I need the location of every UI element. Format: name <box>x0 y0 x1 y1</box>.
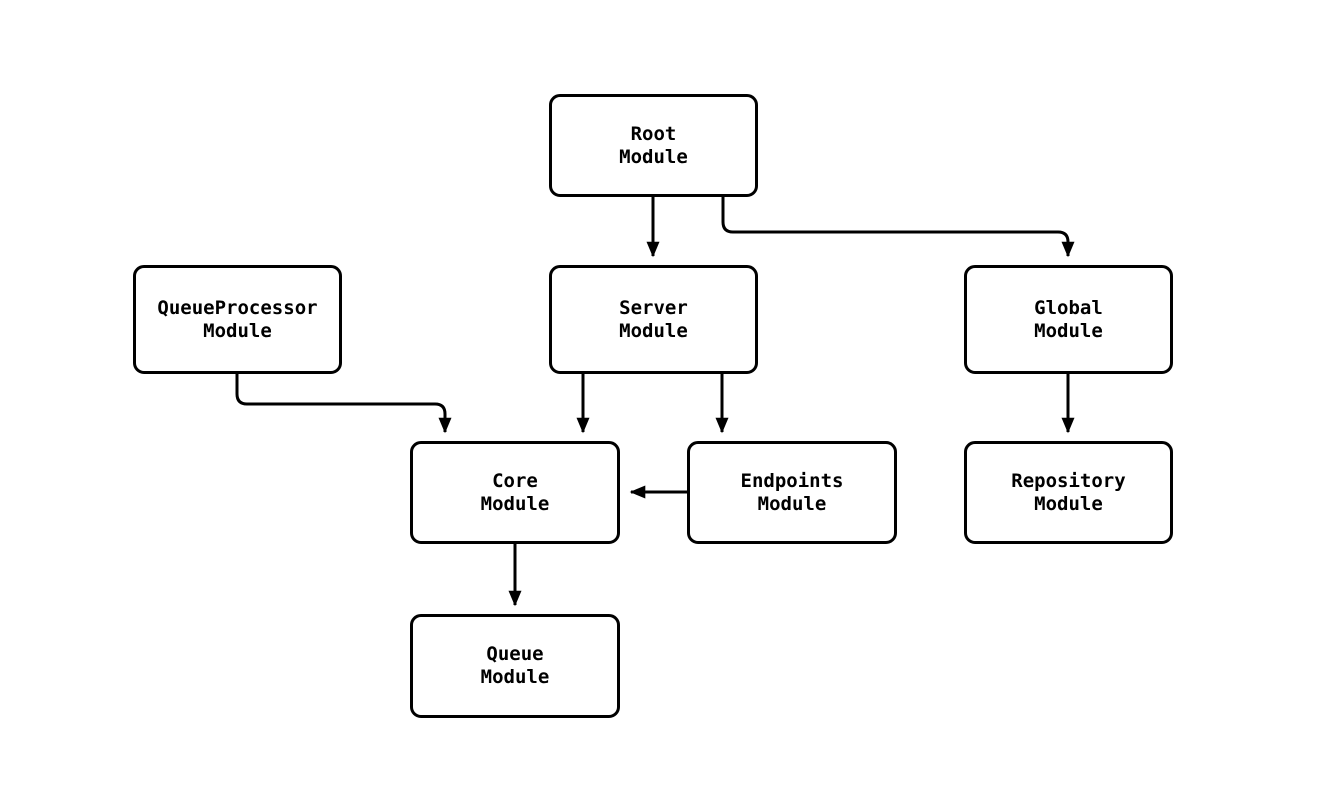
node-global-label-line2: Module <box>1034 319 1103 342</box>
node-global[interactable]: Global Module <box>964 265 1173 374</box>
node-repository-label-line2: Module <box>1034 492 1103 515</box>
edge-root-to-global <box>721 197 1075 258</box>
node-endpoints-label-line2: Module <box>757 492 827 515</box>
node-core-label-line1: Core <box>492 469 538 492</box>
node-core-label-line2: Module <box>480 492 550 515</box>
edge-queueprocessor-to-core <box>235 374 452 434</box>
node-repository[interactable]: Repository Module <box>964 441 1173 544</box>
node-root-label-line2: Module <box>619 145 688 168</box>
node-endpoints-label-line1: Endpoints <box>740 469 844 492</box>
node-server[interactable]: Server Module <box>549 265 758 374</box>
node-queue-label-line1: Queue <box>486 643 544 665</box>
node-queue[interactable]: Queue Module <box>410 614 620 718</box>
node-global-label-line1: Global <box>1034 296 1103 319</box>
node-server-label-line1: Server <box>619 296 688 319</box>
node-root[interactable]: Root Module <box>549 94 758 197</box>
node-core[interactable]: Core Module <box>410 441 620 544</box>
node-root-label-line1: Root <box>630 122 677 145</box>
node-endpoints[interactable]: Endpoints Module <box>687 441 897 544</box>
node-repository-label-line1: Repository <box>1011 469 1126 492</box>
node-queue-label-line2: Module <box>480 666 550 688</box>
node-server-label-line2: Module <box>619 319 688 342</box>
node-queueprocessor-label-line1: QueueProcessor <box>157 296 318 319</box>
node-queueprocessor[interactable]: QueueProcessor Module <box>133 265 342 374</box>
node-queueprocessor-label-line2: Module <box>203 319 272 342</box>
